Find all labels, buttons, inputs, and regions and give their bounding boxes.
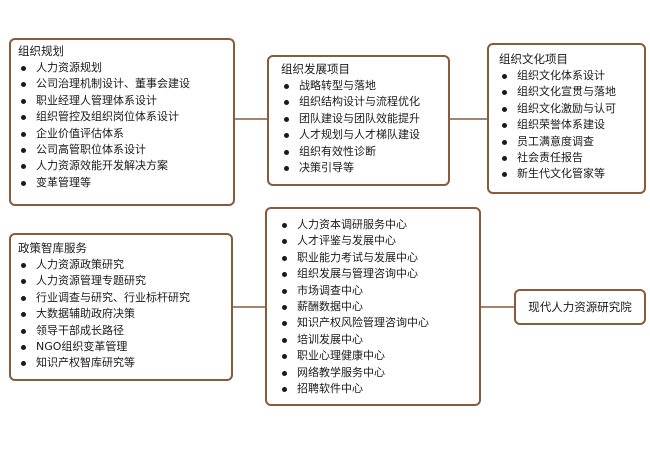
list-item: 行业调查与研究、行业标杆研究 bbox=[18, 290, 223, 306]
list-item: 人才评鉴与发展中心 bbox=[279, 233, 471, 249]
org-culture-box: 组织文化项目 组织文化体系设计 组织文化宣贯与落地 组织文化激励与认可 组织荣誉… bbox=[487, 43, 646, 194]
org-development-title: 组织发展项目 bbox=[281, 62, 350, 76]
list-item: 人力资源政策研究 bbox=[18, 257, 223, 273]
list-item: 职业能力考试与发展中心 bbox=[279, 250, 471, 266]
list-item: 知识产权风险管理咨询中心 bbox=[279, 315, 471, 331]
list-item: 社会责任报告 bbox=[499, 150, 638, 166]
org-planning-box: 组织规划 人力资源规划 公司治理机制设计、董事会建设 职业经理人管理体系设计 组… bbox=[9, 38, 235, 206]
org-planning-list: 人力资源规划 公司治理机制设计、董事会建设 职业经理人管理体系设计 组织管控及组… bbox=[18, 60, 225, 191]
list-item: 人才规划与人才梯队建设 bbox=[281, 127, 440, 143]
list-item: 市场调查中心 bbox=[279, 283, 471, 299]
list-item: 组织文化体系设计 bbox=[499, 68, 638, 84]
service-centers-box: 人力资本调研服务中心 人才评鉴与发展中心 职业能力考试与发展中心 组织发展与管理… bbox=[265, 207, 481, 406]
list-item: 薪酬数据中心 bbox=[279, 299, 471, 315]
institute-box: 现代人力资源研究院 bbox=[514, 289, 646, 325]
list-item: 公司治理机制设计、董事会建设 bbox=[18, 76, 225, 92]
list-item: 组织管控及组织岗位体系设计 bbox=[18, 109, 225, 125]
list-item: 新生代文化管家等 bbox=[499, 166, 638, 182]
list-item: 职业经理人管理体系设计 bbox=[18, 93, 225, 109]
list-item: 组织有效性诊断 bbox=[281, 144, 440, 160]
list-item: 战略转型与落地 bbox=[281, 78, 440, 94]
list-item: 招聘软件中心 bbox=[279, 381, 471, 397]
list-item: 人力资源规划 bbox=[18, 60, 225, 76]
list-item: 组织发展与管理咨询中心 bbox=[279, 266, 471, 282]
list-item: 人力资源管理专题研究 bbox=[18, 273, 223, 289]
policy-think-tank-list: 人力资源政策研究 人力资源管理专题研究 行业调查与研究、行业标杆研究 大数据辅助… bbox=[18, 257, 223, 372]
list-item: 培训发展中心 bbox=[279, 332, 471, 348]
list-item: 员工满意度调查 bbox=[499, 134, 638, 150]
list-item: 变革管理等 bbox=[18, 175, 225, 191]
list-item: 组织荣誉体系建设 bbox=[499, 117, 638, 133]
list-item: 职业心理健康中心 bbox=[279, 348, 471, 364]
list-item: 领导干部成长路径 bbox=[18, 323, 223, 339]
list-item: NGO组织变革管理 bbox=[18, 339, 223, 355]
org-planning-title: 组织规划 bbox=[18, 44, 64, 58]
list-item: 人力资本调研服务中心 bbox=[279, 217, 471, 233]
org-development-list: 战略转型与落地 组织结构设计与流程优化 团队建设与团队效能提升 人才规划与人才梯… bbox=[281, 78, 440, 176]
org-development-box: 组织发展项目 战略转型与落地 组织结构设计与流程优化 团队建设与团队效能提升 人… bbox=[267, 55, 450, 186]
list-item: 决策引导等 bbox=[281, 160, 440, 176]
list-item: 组织文化宣贯与落地 bbox=[499, 84, 638, 100]
list-item: 组织文化激励与认可 bbox=[499, 101, 638, 117]
list-item: 知识产权智库研究等 bbox=[18, 355, 223, 371]
service-centers-list: 人力资本调研服务中心 人才评鉴与发展中心 职业能力考试与发展中心 组织发展与管理… bbox=[279, 217, 471, 397]
org-culture-title: 组织文化项目 bbox=[499, 52, 568, 66]
list-item: 公司高管职位体系设计 bbox=[18, 142, 225, 158]
list-item: 团队建设与团队效能提升 bbox=[281, 111, 440, 127]
policy-think-tank-title: 政策智库服务 bbox=[18, 241, 87, 255]
institute-title: 现代人力资源研究院 bbox=[528, 300, 632, 314]
list-item: 人力资源效能开发解决方案 bbox=[18, 158, 225, 174]
list-item: 企业价值评估体系 bbox=[18, 126, 225, 142]
policy-think-tank-box: 政策智库服务 人力资源政策研究 人力资源管理专题研究 行业调查与研究、行业标杆研… bbox=[9, 233, 233, 381]
list-item: 网络教学服务中心 bbox=[279, 365, 471, 381]
org-culture-list: 组织文化体系设计 组织文化宣贯与落地 组织文化激励与认可 组织荣誉体系建设 员工… bbox=[499, 68, 638, 183]
list-item: 大数据辅助政府决策 bbox=[18, 306, 223, 322]
list-item: 组织结构设计与流程优化 bbox=[281, 94, 440, 110]
